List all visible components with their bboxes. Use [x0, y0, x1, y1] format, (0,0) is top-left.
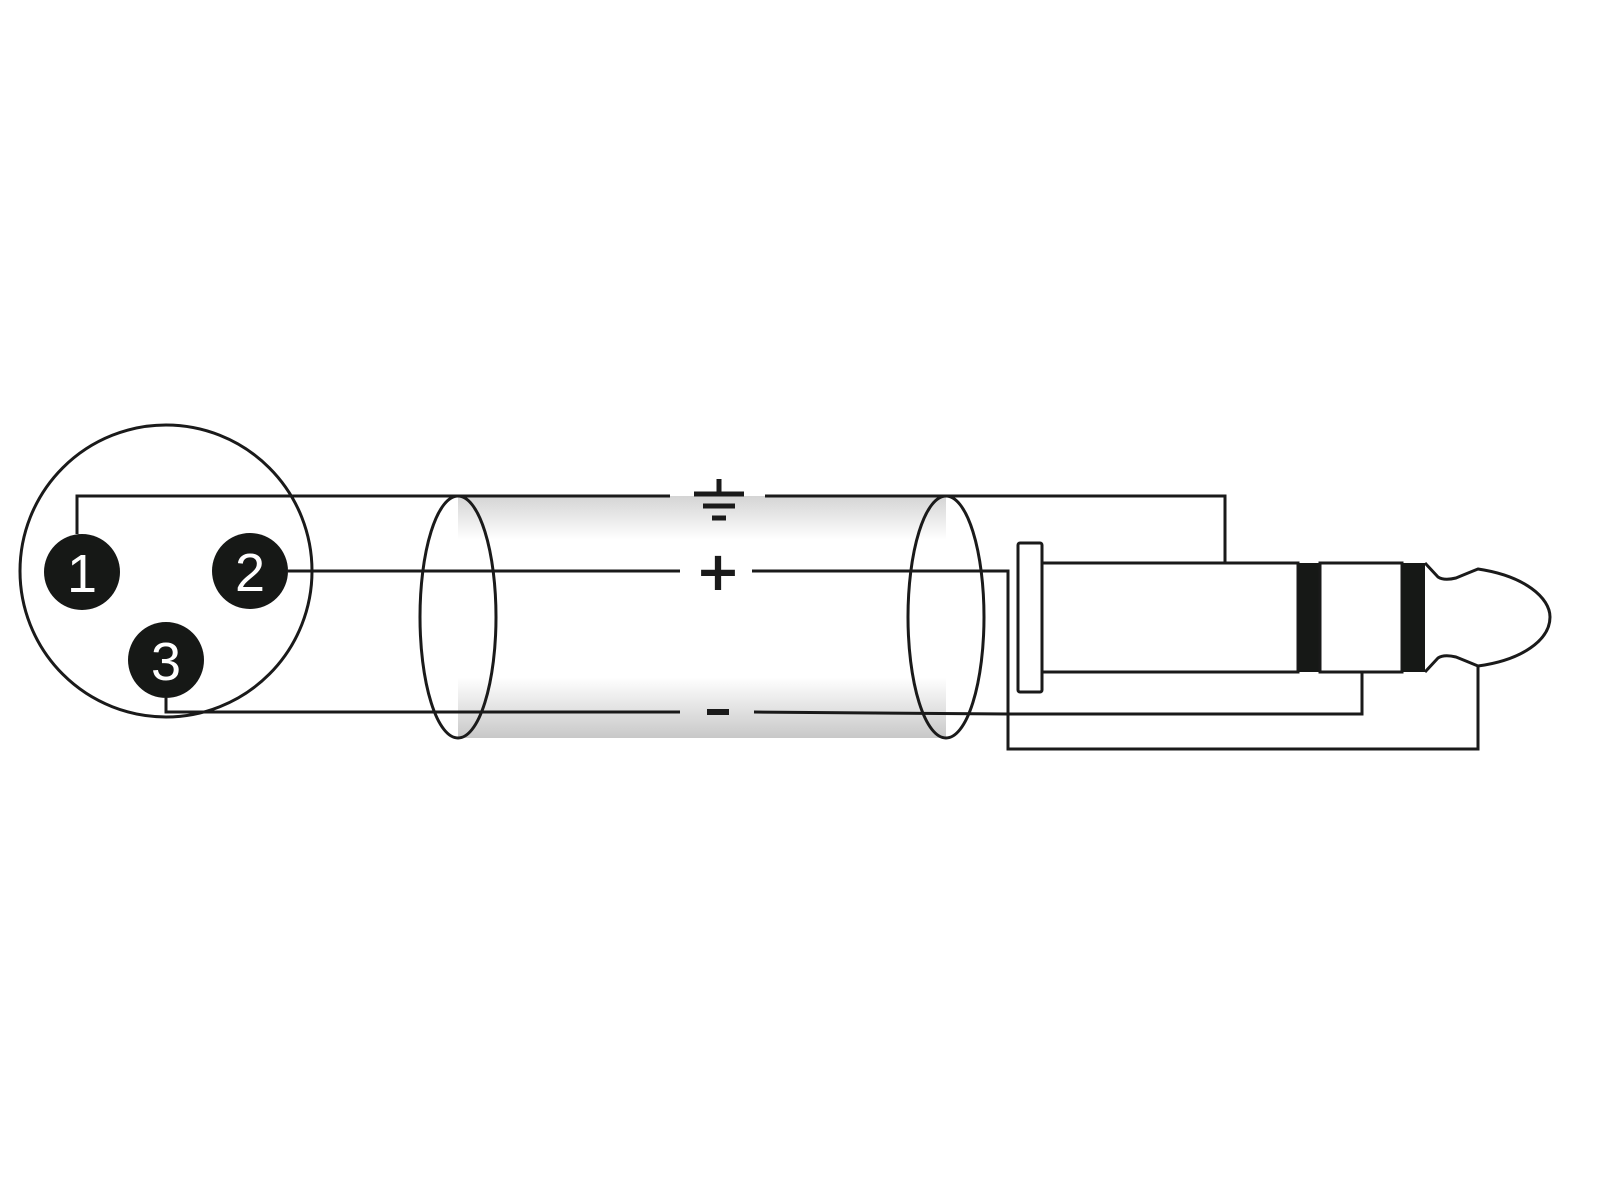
plug-sleeve: [1040, 561, 1300, 674]
xlr-pin-3: 3: [128, 622, 204, 698]
pin-2-label: 2: [235, 543, 265, 603]
xlr-pin-2: 2: [212, 533, 288, 609]
plug-tip: [1423, 561, 1552, 674]
minus-symbol-mark: [707, 709, 729, 715]
xlr-connector: 1 2 3: [18, 423, 314, 719]
insulator-band-2: [1402, 563, 1425, 672]
minus-wire-left: [164, 698, 680, 714]
insulator-band-1: [1298, 563, 1320, 672]
plug-collar: [1016, 541, 1044, 694]
trs-plug: [1016, 541, 1552, 694]
pin-3-label: 3: [151, 632, 181, 692]
pin-1-label: 1: [67, 544, 97, 604]
cable: [418, 494, 986, 740]
plug-ring: [1318, 561, 1404, 674]
plus-wire-right: [752, 569, 1480, 751]
ground-icon: [694, 479, 744, 521]
ground-wire-right: [765, 494, 1227, 563]
cable-body: [458, 496, 946, 738]
minus-wire-right: [753, 672, 1364, 716]
ground-wire-left: [75, 494, 670, 534]
xlr-pin-1: 1: [44, 534, 120, 610]
wires: [75, 494, 1480, 751]
plus-symbol: +: [695, 540, 740, 603]
